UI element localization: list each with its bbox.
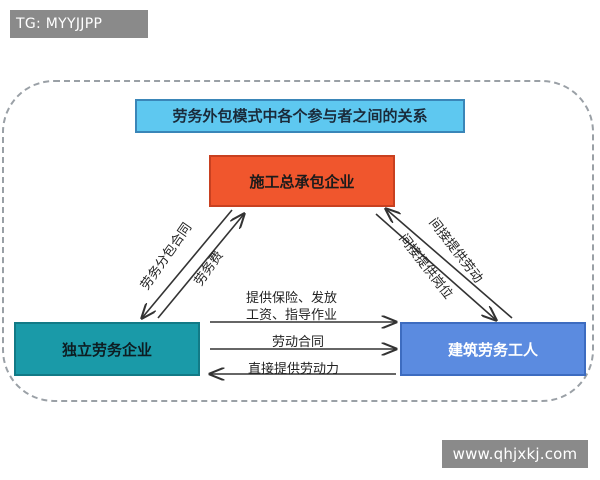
- watermark-top: TG: MYYJJPP: [10, 10, 148, 38]
- label-bottom-1-line1: 提供保险、发放: [246, 291, 338, 306]
- arrow-right-inner: [375, 213, 496, 320]
- arrow-left-outer: [142, 209, 233, 318]
- node-general-contractor: 施工总承包企业: [209, 155, 395, 207]
- watermark-bottom: www.qhjxkj.com: [442, 440, 588, 468]
- diagram-title: 劳务外包模式中各个参与者之间的关系: [135, 99, 465, 133]
- label-bottom-2: 劳动合同: [272, 335, 325, 350]
- label-bottom-3: 直接提供劳动力: [248, 362, 340, 377]
- arrow-right-outer: [386, 209, 513, 319]
- node-construction-workers: 建筑劳务工人: [400, 322, 586, 376]
- arrow-left-inner: [157, 214, 244, 319]
- label-bottom-1-line2: 工资、指导作业: [246, 308, 338, 323]
- diagram-frame: [2, 80, 594, 402]
- node-labor-company: 独立劳务企业: [14, 322, 200, 376]
